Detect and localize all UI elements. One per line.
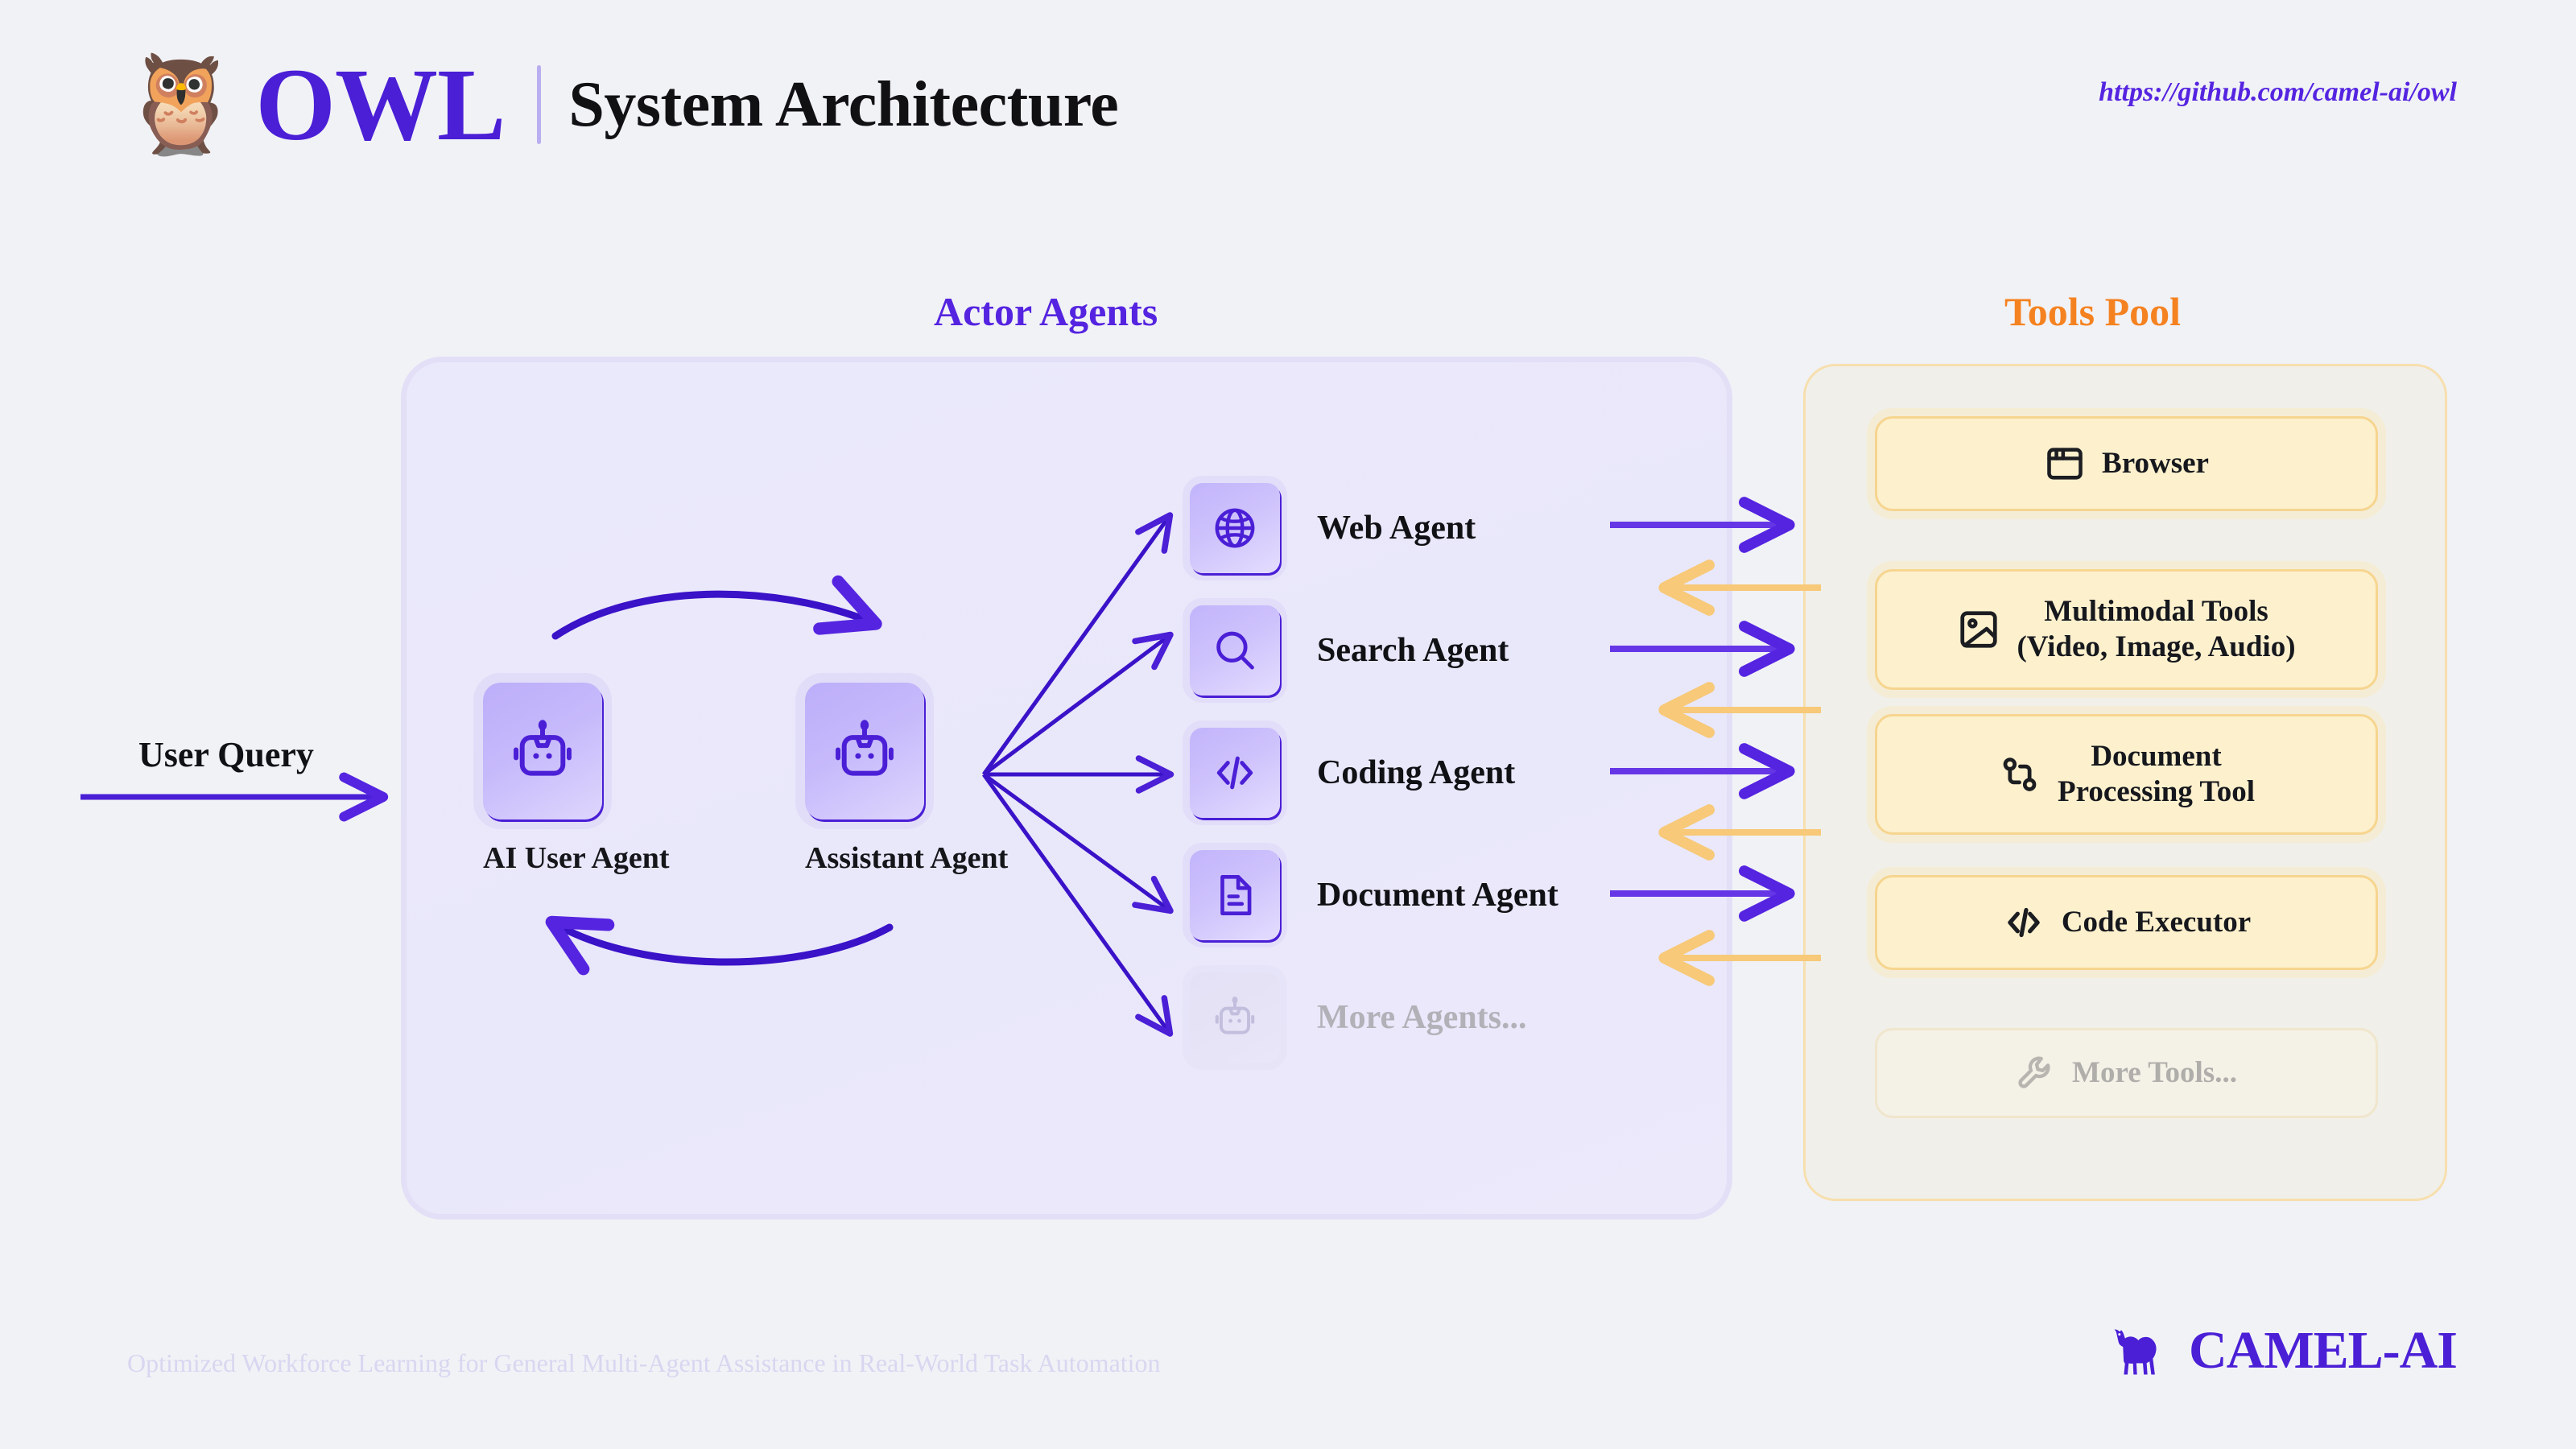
agent-row-coding-agent[interactable]: Coding Agent [1190,728,1515,818]
agent-row-document-agent[interactable]: Document Agent [1190,850,1558,940]
globe-icon [1215,508,1255,548]
agent-label: Search Agent [1317,632,1509,669]
tool-card-code-executor[interactable]: Code Executor [1875,875,2378,970]
assistant-agent-label: Assistant Agent [805,841,1009,875]
wrench-icon [2016,1053,2056,1093]
code-icon [2002,901,2046,944]
tool-card-more-tools[interactable]: More Tools... [1875,1028,2378,1118]
tool-label-line1: Multimodal Tools [2044,595,2268,629]
camel-ai-logo: CAMEL-AI [2110,1320,2458,1381]
tool-label-line1: Document [2091,740,2222,774]
node-ai-user-agent[interactable]: AI User Agent [483,683,670,876]
robot-icon [836,720,894,776]
agent-row-web-agent[interactable]: Web Agent [1190,483,1476,573]
tool-label: Code Executor [2061,906,2252,939]
actor-agents-title: Actor Agents [934,289,1158,334]
agent-row-more-agents[interactable]: More Agents... [1190,972,1527,1063]
owl-icon: 🦉 [121,48,242,160]
robot-icon [514,720,572,776]
camel-ai-wordmark: CAMEL-AI [2189,1321,2458,1380]
ai-user-agent-tile[interactable] [483,683,602,819]
repo-url-link[interactable]: https://github.com/camel-ai/owl [2099,77,2457,107]
coding-agent-tile[interactable] [1190,728,1280,818]
node-assistant-agent[interactable]: Assistant Agent [805,683,1008,876]
page-title: System Architecture [568,69,1119,140]
tool-label-line2: (Video, Image, Audio) [2017,630,2296,663]
ai-user-agent-label: AI User Agent [483,841,670,875]
tool-label: Browser [2102,447,2209,481]
tool-card-document-processing-tool[interactable]: Document Processing Tool [1875,714,2378,835]
agent-label: More Agents... [1317,999,1527,1036]
robot-icon [1215,996,1255,1034]
assistant-agent-tile[interactable] [805,683,924,819]
footer-tagline: Optimized Workforce Learning for General… [127,1348,1161,1377]
tool-card-browser[interactable]: Browser [1875,416,2378,511]
tool-label: Document Processing Tool [2058,739,2255,809]
agent-label: Document Agent [1317,877,1558,914]
tool-label-line2: Processing Tool [2058,775,2255,808]
tools-pool-panel: Browser Multimodal Tools (Video, Image, … [1803,364,2447,1201]
tools-pool-title: Tools Pool [2004,289,2182,334]
document-icon [1220,874,1252,916]
code-icon [1216,756,1253,790]
page-header: 🦉 OWL System Architecture [121,40,1119,169]
document-agent-tile[interactable] [1190,850,1280,940]
browser-window-icon [2044,443,2086,485]
agent-label: Coding Agent [1317,754,1516,791]
git-compare-icon [1998,753,2041,796]
web-agent-tile[interactable] [1190,483,1280,573]
search-icon [1216,631,1254,670]
brand-title: OWL [255,47,506,162]
user-query-label: User Query [138,735,314,774]
camel-icon [2114,1329,2157,1375]
search-agent-tile[interactable] [1190,605,1280,696]
more-agents-tile[interactable] [1190,972,1280,1063]
tool-card-multimodal-tools[interactable]: Multimodal Tools (Video, Image, Audio) [1875,569,2378,690]
agent-row-search-agent[interactable]: Search Agent [1190,605,1509,696]
image-icon [1957,608,2000,651]
tool-label: More Tools... [2072,1056,2237,1090]
tool-label: Multimodal Tools (Video, Image, Audio) [2017,594,2295,664]
agent-label: Web Agent [1317,510,1476,547]
title-divider [537,65,542,144]
